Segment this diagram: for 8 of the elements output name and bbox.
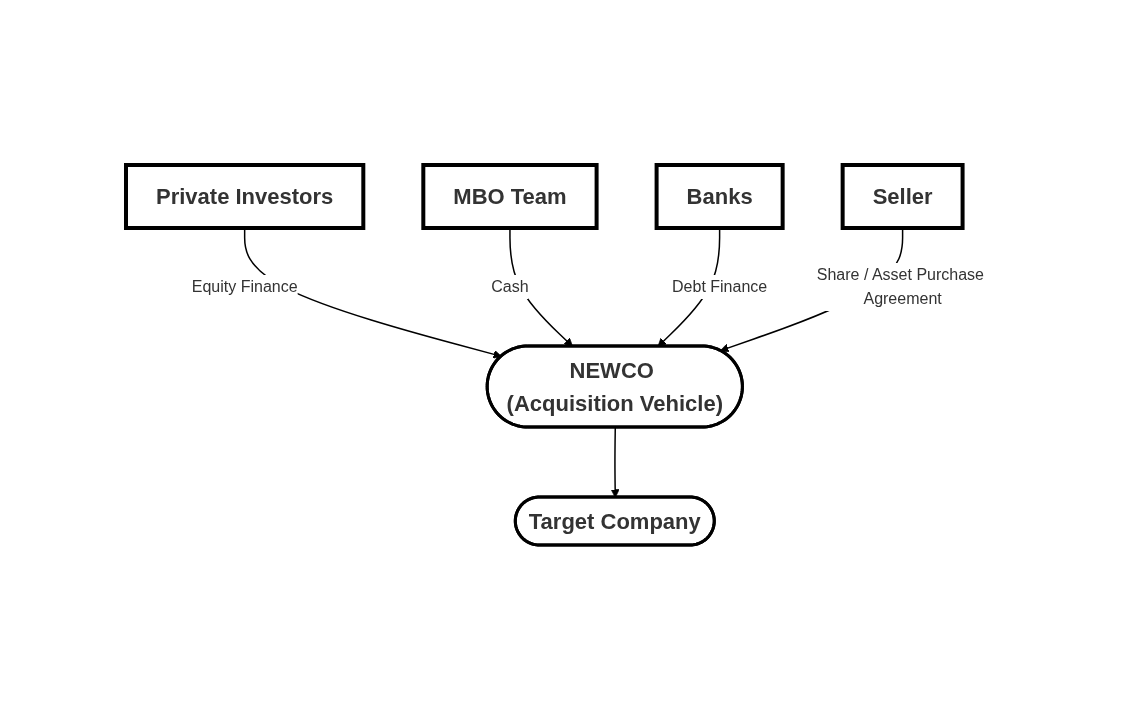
node-box: Banks <box>654 162 785 230</box>
edge-label: Debt Finance <box>672 277 768 295</box>
node-box: Private Investors <box>124 162 366 230</box>
edge-label: Cash <box>491 277 529 295</box>
edge-label: Share / Asset Purchase Agreement <box>816 265 985 307</box>
node-box: MBO Team <box>421 162 599 230</box>
edge-label: Equity Finance <box>191 277 298 295</box>
node-box: Seller <box>840 162 965 230</box>
